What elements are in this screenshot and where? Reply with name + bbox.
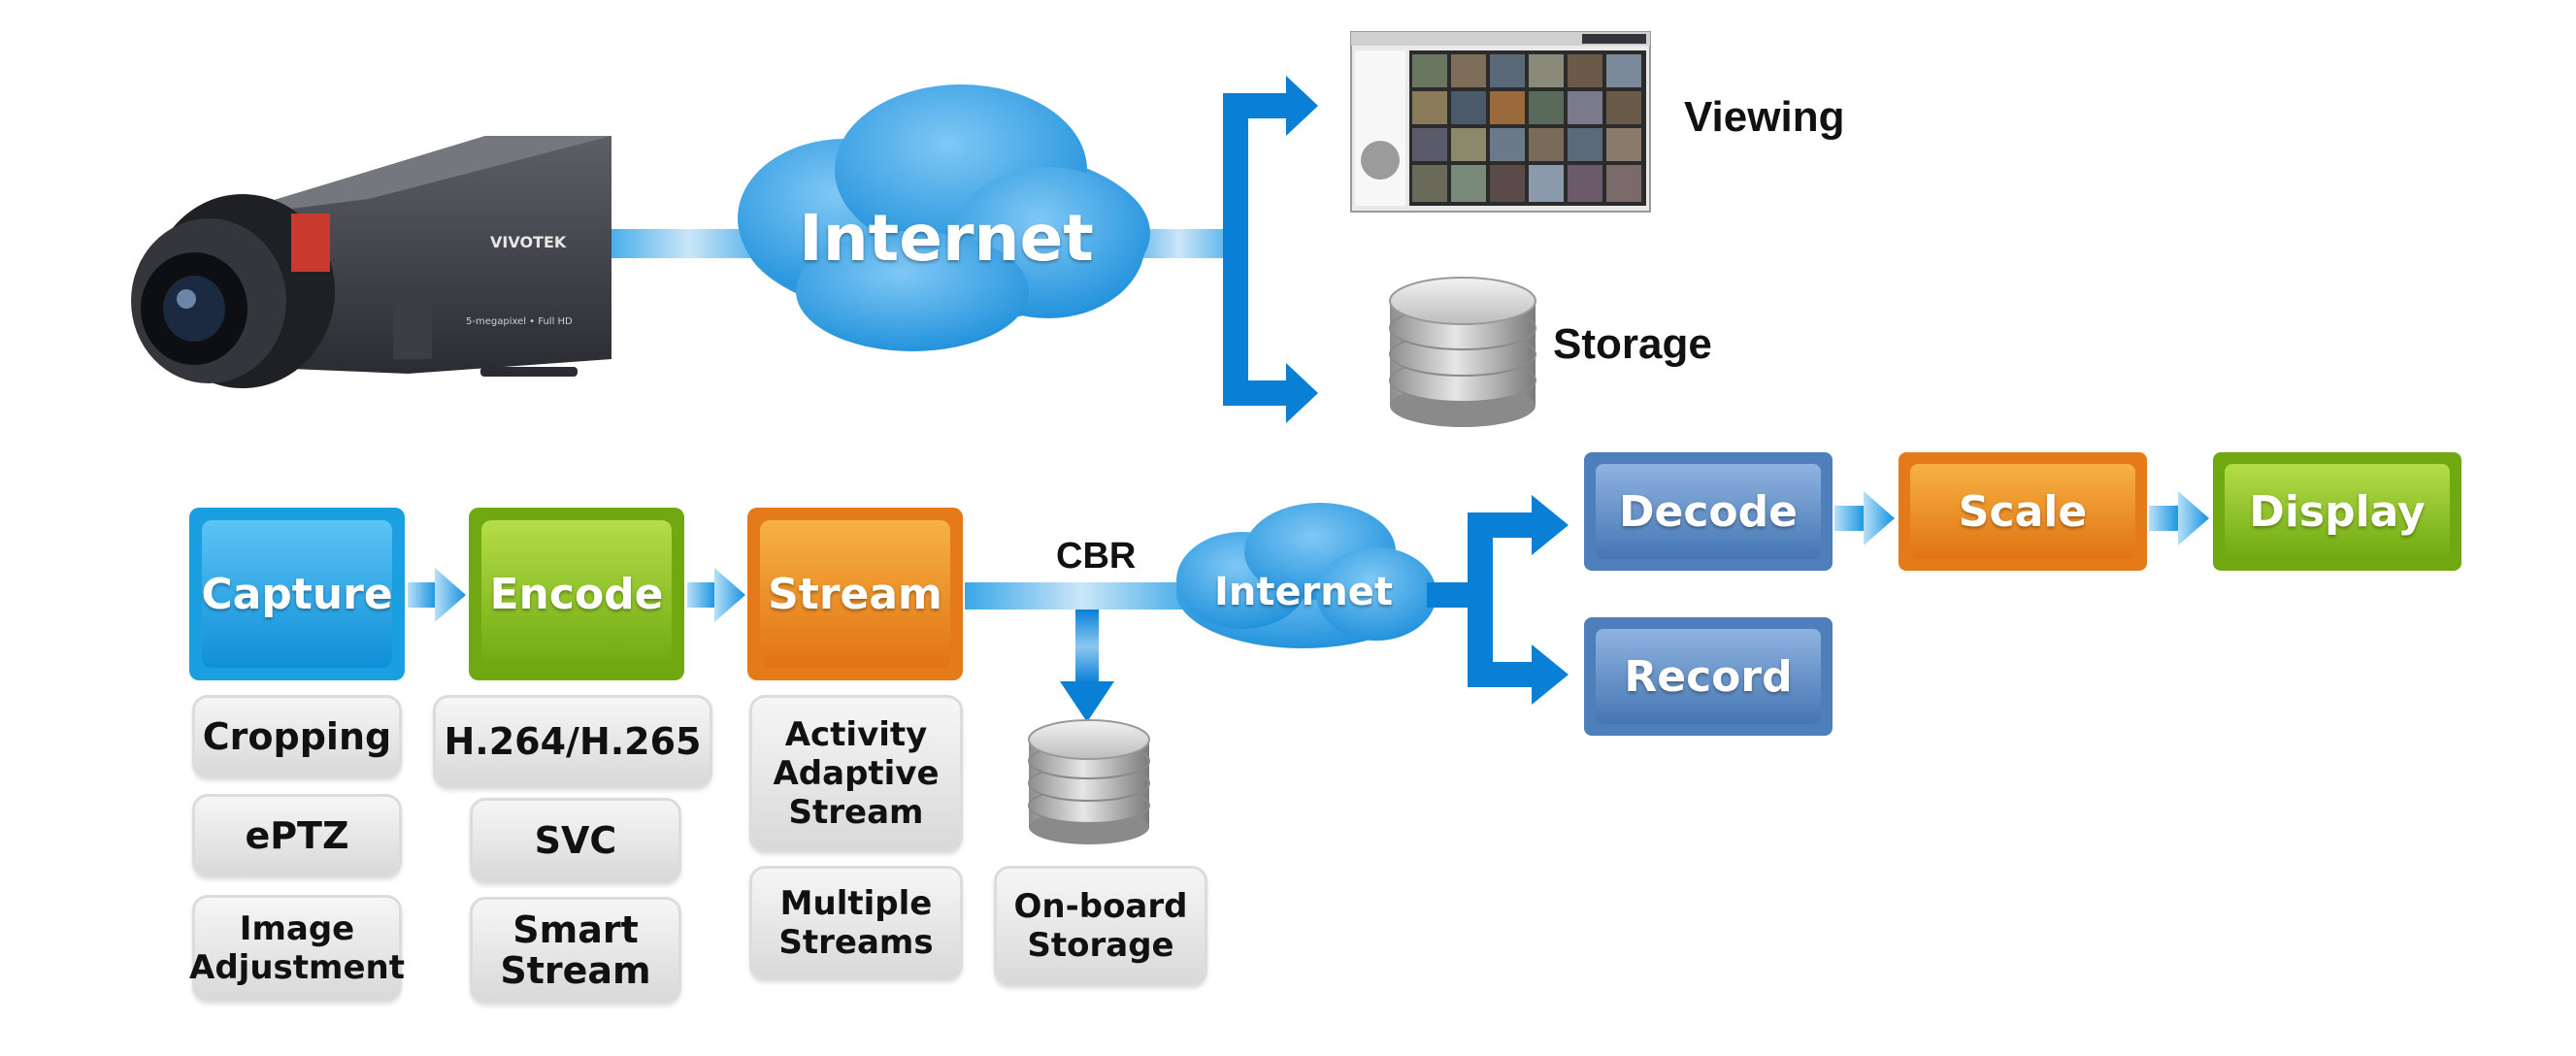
feature-smart-stream: Smart Stream (470, 897, 681, 1004)
viewing-label: Viewing (1684, 93, 1845, 141)
feature-h264-h265: H.264/H.265 (433, 695, 712, 788)
decode-box: Decode (1618, 486, 1798, 537)
top-cloud (738, 84, 1150, 351)
onboard-storage-label: On-board Storage (994, 866, 1207, 986)
viewing-screenshot (1350, 31, 1651, 213)
scale-box: Scale (1958, 486, 2088, 537)
camera-image (131, 136, 611, 388)
top-internet-label: Internet (799, 200, 1094, 276)
top-storage-disks (1389, 277, 1536, 427)
onboard-arrow (1060, 610, 1114, 722)
cbr-pipe (965, 582, 1198, 610)
feature-cropping: Cropping (192, 695, 402, 778)
capture-box: Capture (201, 569, 393, 619)
pipeline-arrows (408, 491, 2209, 622)
cbr-label: CBR (1056, 536, 1137, 577)
pipeline-internet-label: Internet (1213, 570, 1394, 614)
feature-image-adjustment: Image Adjustment (189, 895, 405, 1002)
record-box: Record (1624, 651, 1793, 702)
onboard-storage-disks (1028, 719, 1150, 844)
feature-multiple-streams: Multiple Streams (749, 866, 963, 980)
display-box: Display (2249, 486, 2426, 537)
top-fork-arrows (1223, 76, 1318, 423)
camera-model: 5-megapixel • Full HD (466, 316, 573, 327)
encode-box: Encode (489, 569, 664, 619)
storage-label: Storage (1553, 320, 1712, 368)
feature-svc: SVC (470, 798, 681, 883)
feature-activity-adaptive-stream: Activity Adaptive Stream (749, 695, 963, 852)
camera-brand: VIVOTEK (490, 233, 567, 251)
pipeline-boxes (189, 452, 2461, 736)
feature-eptz: ePTZ (192, 794, 402, 877)
pipeline-cloud (1176, 503, 1437, 648)
pipeline-fork (1427, 495, 1569, 705)
stream-box: Stream (768, 569, 942, 619)
